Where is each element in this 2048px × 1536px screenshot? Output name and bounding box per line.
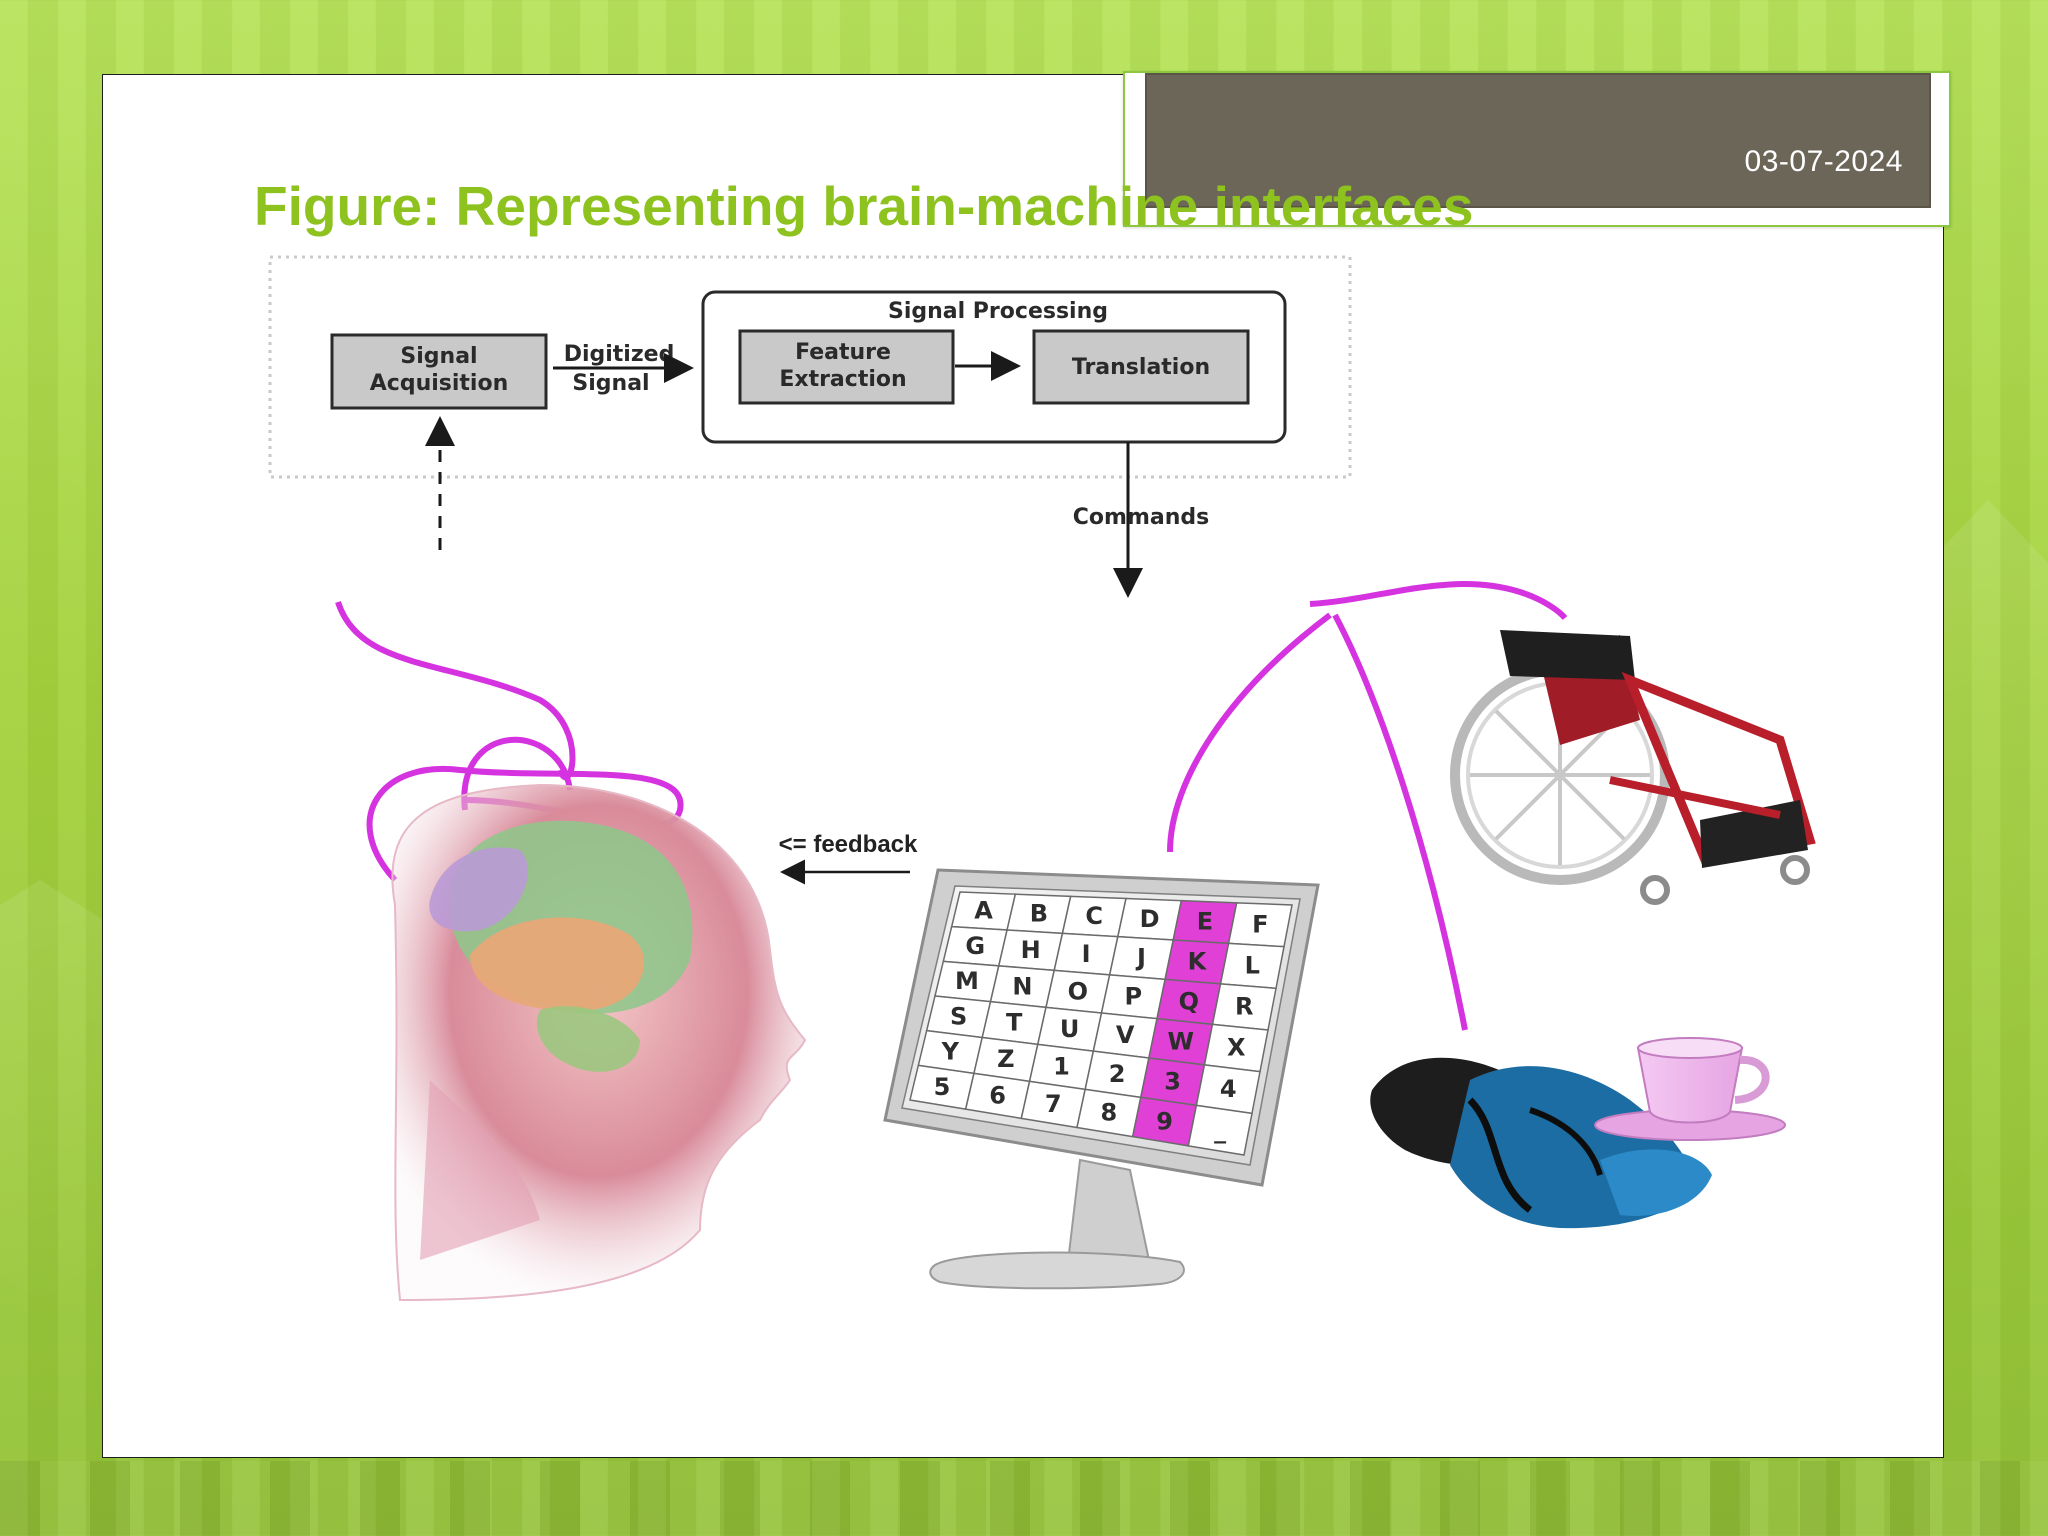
speller-key: 7 — [1045, 1090, 1062, 1118]
speller-key: D — [1140, 905, 1160, 933]
signal-processing-label: Signal Processing — [888, 299, 1108, 324]
speller-key: Y — [941, 1038, 960, 1066]
speller-key: R — [1235, 993, 1253, 1021]
speller-key: 3 — [1164, 1067, 1181, 1095]
speller-key: B — [1030, 899, 1048, 927]
speller-key: M — [955, 967, 979, 995]
device-wire — [1167, 612, 1332, 853]
speller-key: Z — [997, 1045, 1014, 1073]
speller-key: T — [1006, 1009, 1023, 1037]
head-wire — [461, 736, 573, 811]
translation-label: Translation — [1072, 355, 1210, 380]
robotic-hand-cup-image — [1370, 1037, 1786, 1229]
speller-key: J — [1135, 944, 1146, 972]
speller-cell — [1187, 1104, 1253, 1156]
human-head-brain-image — [391, 783, 807, 1302]
speller-key: W — [1167, 1027, 1193, 1055]
speller-key: 8 — [1101, 1099, 1118, 1127]
speller-key: G — [965, 932, 985, 960]
speller-key: N — [1012, 972, 1032, 1000]
speller-key: K — [1188, 948, 1208, 976]
speller-key: Q — [1179, 988, 1199, 1016]
speller-key: X — [1227, 1034, 1246, 1062]
processing-region-outline — [268, 255, 1352, 479]
feature-extraction-box — [738, 329, 955, 405]
speller-key: L — [1245, 952, 1260, 980]
speller-key: O — [1068, 977, 1088, 1005]
translation-box — [1032, 329, 1250, 405]
signal-acquisition-label: Signal — [400, 344, 477, 369]
date-tab-inner: 03-07-2024 — [1145, 73, 1931, 208]
head-wire — [335, 601, 576, 781]
slide-date: 03-07-2024 — [1744, 145, 1903, 178]
feedback-label: <= feedback — [779, 831, 918, 858]
speller-key: 1 — [1053, 1053, 1070, 1081]
device-wire — [1332, 613, 1468, 1031]
speller-key: F — [1252, 910, 1268, 938]
speller-key: A — [974, 897, 993, 925]
device-wire — [1309, 581, 1568, 621]
signal-acquisition-label: Acquisition — [370, 371, 509, 396]
speller-key: C — [1085, 902, 1103, 930]
wheelchair-image — [1450, 630, 1816, 905]
digitized-signal-label: Digitized — [564, 342, 675, 367]
speller-key: E — [1197, 908, 1213, 936]
feature-extraction-label: Feature — [795, 340, 891, 365]
speller-key: 9 — [1156, 1107, 1173, 1135]
speller-key: _ — [1214, 1116, 1226, 1144]
speller-key: 2 — [1109, 1060, 1126, 1088]
digitized-signal-label: Signal — [572, 371, 649, 396]
speller-key: U — [1060, 1015, 1080, 1043]
feature-extraction-label: Extraction — [779, 367, 906, 392]
speller-key: H — [1021, 936, 1041, 964]
background-band — [0, 1461, 2048, 1536]
speller-grid: A B C D E F G H I J K L M N O P Q R S T U V W X Y Z 1 2 3 4 5 6 7 8 9 _ — [909, 891, 1293, 1156]
monitor-speller-image: A B C D E F G H I J K L M N O P Q R S T U V W X Y Z 1 2 3 4 5 6 7 8 9 _ — [883, 868, 1320, 1290]
speller-key: 6 — [989, 1082, 1006, 1110]
date-tab: 03-07-2024 — [1123, 71, 1951, 227]
speller-key: I — [1082, 940, 1091, 968]
speller-key: S — [950, 1002, 967, 1030]
speller-key: P — [1125, 982, 1143, 1010]
commands-label: Commands — [1073, 505, 1209, 530]
speller-key: 4 — [1220, 1075, 1237, 1103]
speller-key: 5 — [934, 1073, 951, 1101]
speller-key: V — [1116, 1021, 1135, 1049]
slide-title: Figure: Representing brain-machine inter… — [254, 175, 1474, 237]
signal-acquisition-box — [330, 333, 548, 410]
